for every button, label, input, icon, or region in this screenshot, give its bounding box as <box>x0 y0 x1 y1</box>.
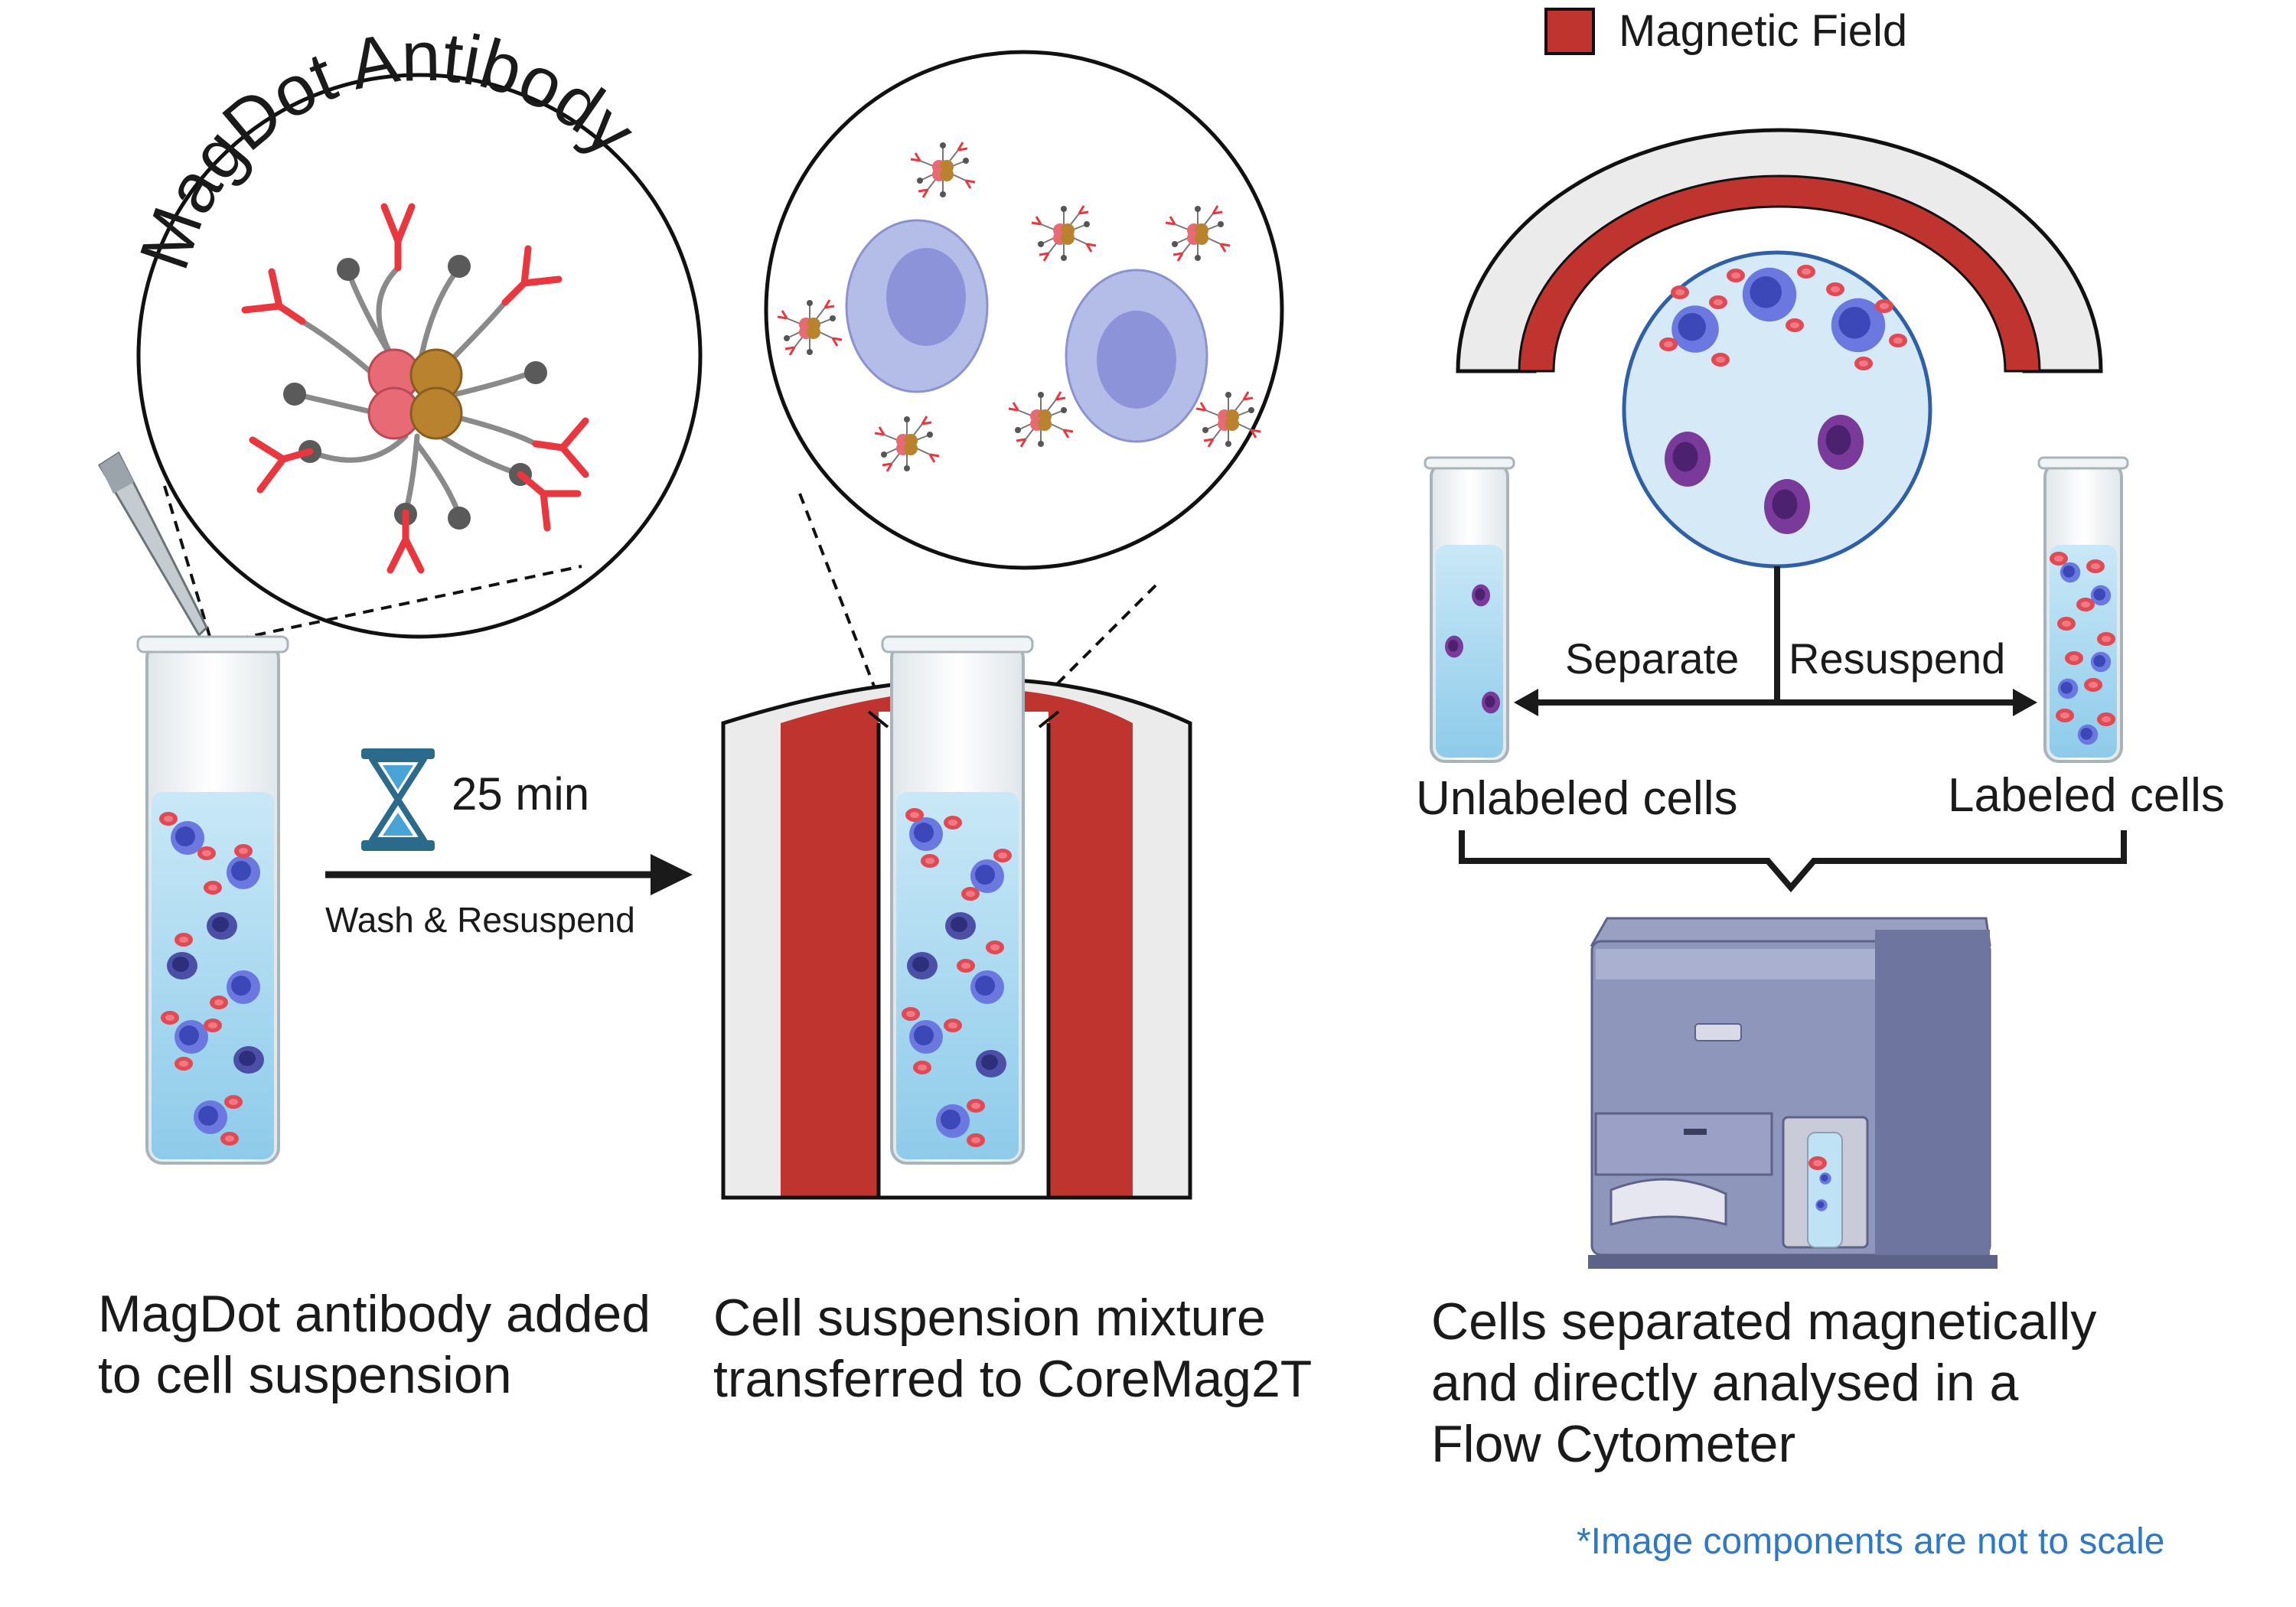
unlabeled-tube <box>1425 458 1514 761</box>
timer-duration: 25 min <box>452 768 589 820</box>
flow-cytometer <box>1588 918 1998 1269</box>
process-arrow <box>325 854 693 895</box>
labeled-tube <box>2039 458 2128 761</box>
svg-text:Cell suspension mixture: Cell suspension mixture <box>713 1289 1266 1347</box>
legend-swatch <box>1546 9 1593 54</box>
separate-label: Separate <box>1565 634 1739 683</box>
resuspend-label: Resuspend <box>1789 634 2005 683</box>
unlabeled-cells-label: Unlabeled cells <box>1416 772 1737 825</box>
target-cell <box>846 220 987 392</box>
sample-tube-step2 <box>882 637 1032 1163</box>
svg-text:Cells separated magnetically: Cells separated magnetically <box>1431 1292 2096 1351</box>
svg-text:and directly analysed in a: and directly analysed in a <box>1431 1354 2019 1412</box>
svg-text:MagDot antibody added: MagDot antibody added <box>98 1285 651 1343</box>
labeled-cells-label: Labeled cells <box>1948 769 2225 822</box>
hourglass-icon <box>361 748 435 851</box>
svg-text:to cell suspension: to cell suspension <box>98 1346 512 1404</box>
magnetic-field-legend: Magnetic Field <box>1546 6 1907 56</box>
legend-label: Magnetic Field <box>1619 6 1907 56</box>
svg-text:Flow Cytometer: Flow Cytometer <box>1431 1415 1795 1473</box>
caption-step1: MagDot antibody added to cell suspension <box>98 1285 651 1404</box>
scale-footnote: *Image components are not to scale <box>1577 1521 2164 1562</box>
svg-text:transferred to CoreMag2T: transferred to CoreMag2T <box>713 1350 1312 1408</box>
separation-view-circle <box>1624 253 1930 566</box>
merge-bracket <box>1462 830 2124 888</box>
sample-tube-step1 <box>138 637 288 1163</box>
caption-step2: Cell suspension mixture transferred to C… <box>713 1289 1312 1408</box>
target-cell <box>1066 270 1207 442</box>
wash-resuspend-label: Wash & Resuspend <box>325 900 635 940</box>
magdot-zoom-circle: MagDot Antibody <box>125 18 700 637</box>
caption-step3: Cells separated magnetically and directl… <box>1431 1292 2096 1473</box>
cells-zoom-circle <box>766 52 1282 568</box>
